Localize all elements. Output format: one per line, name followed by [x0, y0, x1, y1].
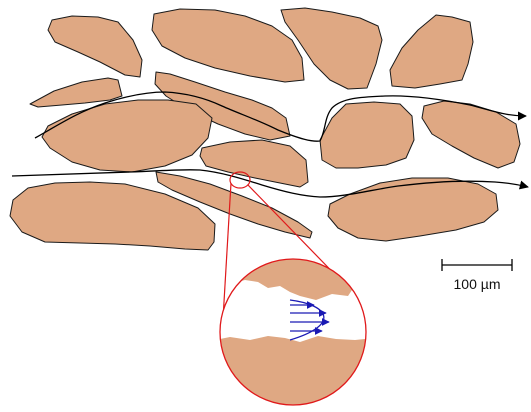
scale-bar-label: 100 µm — [454, 276, 501, 292]
grain — [390, 15, 473, 88]
grain — [152, 9, 304, 82]
grain — [328, 178, 498, 241]
zoom-inset-content — [215, 255, 375, 412]
grain — [48, 16, 142, 77]
grain — [320, 102, 414, 168]
grain-group — [10, 8, 520, 250]
grain — [422, 101, 520, 168]
grain — [42, 100, 212, 172]
scale-bar — [442, 259, 512, 271]
zoom-grain-bottom — [215, 336, 375, 412]
grain — [200, 140, 308, 187]
